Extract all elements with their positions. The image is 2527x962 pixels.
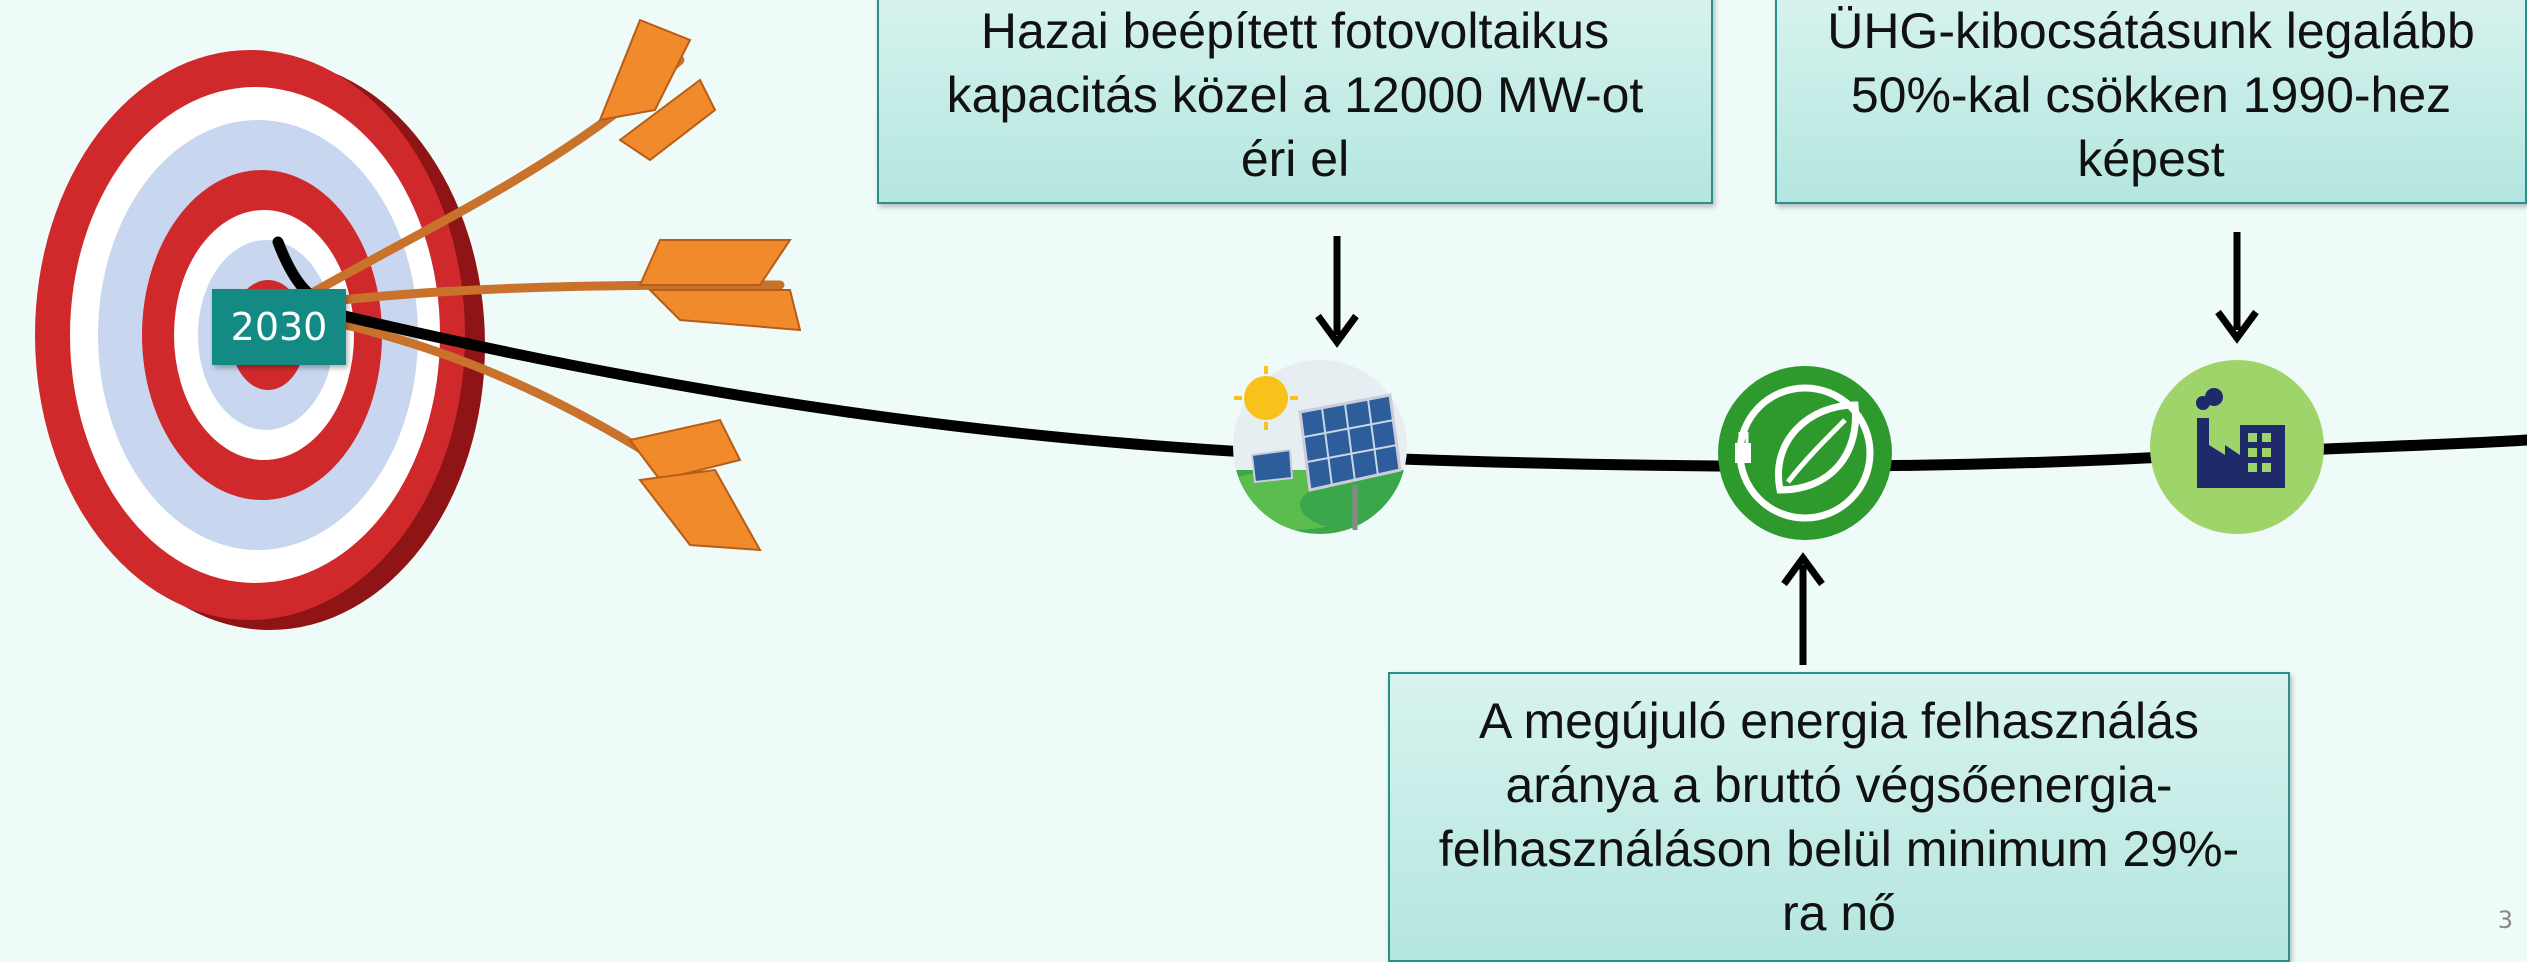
- page-number: 3: [2497, 906, 2513, 934]
- callout-pv-line: éri el: [1240, 131, 1350, 187]
- callout-pv-capacity: Hazai beépített fotovoltaikus kapacitás …: [877, 0, 1713, 204]
- callout-ghg-line: képest: [2077, 131, 2225, 187]
- callout-pv-line: Hazai beépített fotovoltaikus: [980, 3, 1610, 59]
- target-with-arrows-icon: [35, 18, 802, 630]
- pointer-arrows: [1315, 232, 2259, 665]
- year-tag: 2030: [212, 289, 346, 365]
- factory-icon: [2150, 360, 2324, 534]
- solar-panel-icon: [1233, 360, 1407, 534]
- callout-renewable-line: ra nő: [1782, 885, 1896, 941]
- callout-ghg-line: ÜHG-kibocsátásunk legalább: [1827, 3, 2475, 59]
- callout-renewable-line: felhasználáson belül minimum 29%-: [1438, 821, 2240, 877]
- callout-renewable-line: A megújuló energia felhasználás: [1479, 693, 2199, 749]
- leaf-plug-icon: [1718, 366, 1892, 540]
- callout-ghg-reduction: ÜHG-kibocsátásunk legalább 50%-kal csökk…: [1775, 0, 2527, 204]
- callout-renewable-share: A megújuló energia felhasználás aránya a…: [1388, 672, 2290, 962]
- callout-renewable-line: aránya a bruttó végsőenergia-: [1505, 757, 2173, 813]
- callout-ghg-line: 50%-kal csökken 1990-hez: [1850, 67, 2452, 123]
- callout-pv-line: kapacitás közel a 12000 MW-ot: [946, 67, 1644, 123]
